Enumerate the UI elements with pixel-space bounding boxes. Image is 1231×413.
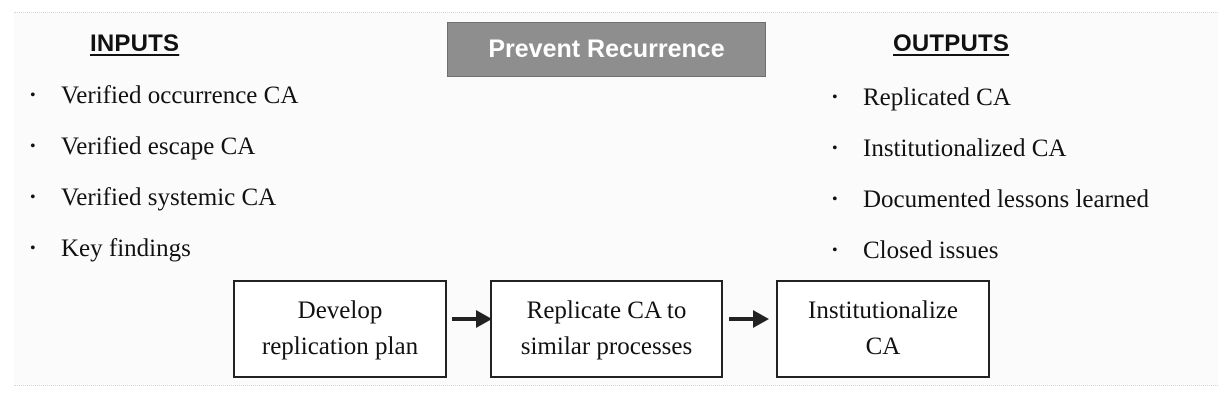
inputs-list: • Verified occurrence CA • Verified esca… [30, 70, 298, 274]
title-box: Prevent Recurrence [447, 22, 766, 77]
step-label: Develop replication plan [262, 293, 418, 365]
output-item-label: Replicated CA [863, 83, 1011, 111]
bullet-icon: • [832, 88, 838, 106]
outputs-list: • Replicated CA • Institutionalized CA •… [832, 72, 1149, 276]
input-item: • Key findings [30, 223, 298, 274]
input-item: • Verified escape CA [30, 121, 298, 172]
right-arrow-icon [729, 310, 769, 328]
bullet-icon: • [832, 190, 838, 208]
step-label-line2: replication plan [261, 333, 419, 360]
step-institutionalize-ca: Institutionalize CA [776, 280, 990, 378]
output-item: • Documented lessons learned [832, 174, 1149, 225]
bullet-icon: • [832, 139, 838, 157]
input-item-label: Key findings [61, 234, 191, 262]
input-item: • Verified systemic CA [30, 172, 298, 223]
bullet-icon: • [30, 239, 36, 257]
input-item-label: Verified occurrence CA [61, 81, 299, 109]
diagram-title: Prevent Recurrence [488, 35, 725, 63]
step-label: Institutionalize CA [808, 293, 958, 365]
output-item-label: Closed issues [863, 236, 999, 264]
input-item: • Verified occurrence CA [30, 70, 298, 121]
step-label-line2: similar processes [520, 333, 693, 360]
step-label-line1: Institutionalize [808, 297, 958, 324]
step-label-line1: Develop [297, 297, 383, 324]
output-item: • Replicated CA [832, 72, 1149, 123]
output-item: • Closed issues [832, 225, 1149, 276]
output-item-label: Institutionalized CA [863, 134, 1067, 162]
bullet-icon: • [30, 86, 36, 104]
output-item-label: Documented lessons learned [863, 185, 1150, 213]
step-develop-replication-plan: Develop replication plan [233, 280, 447, 378]
bullet-icon: • [832, 241, 838, 259]
step-label: Replicate CA to similar processes [521, 293, 692, 365]
step-replicate-ca: Replicate CA to similar processes [490, 280, 723, 378]
output-item: • Institutionalized CA [832, 123, 1149, 174]
input-item-label: Verified systemic CA [61, 183, 277, 211]
bullet-icon: • [30, 188, 36, 206]
bullet-icon: • [30, 137, 36, 155]
outputs-heading: OUTPUTS [893, 30, 1010, 57]
inputs-heading: INPUTS [90, 30, 180, 57]
right-arrow-icon [452, 310, 492, 328]
step-label-line2: CA [865, 333, 901, 360]
input-item-label: Verified escape CA [61, 132, 256, 160]
step-label-line1: Replicate CA to [526, 297, 687, 324]
